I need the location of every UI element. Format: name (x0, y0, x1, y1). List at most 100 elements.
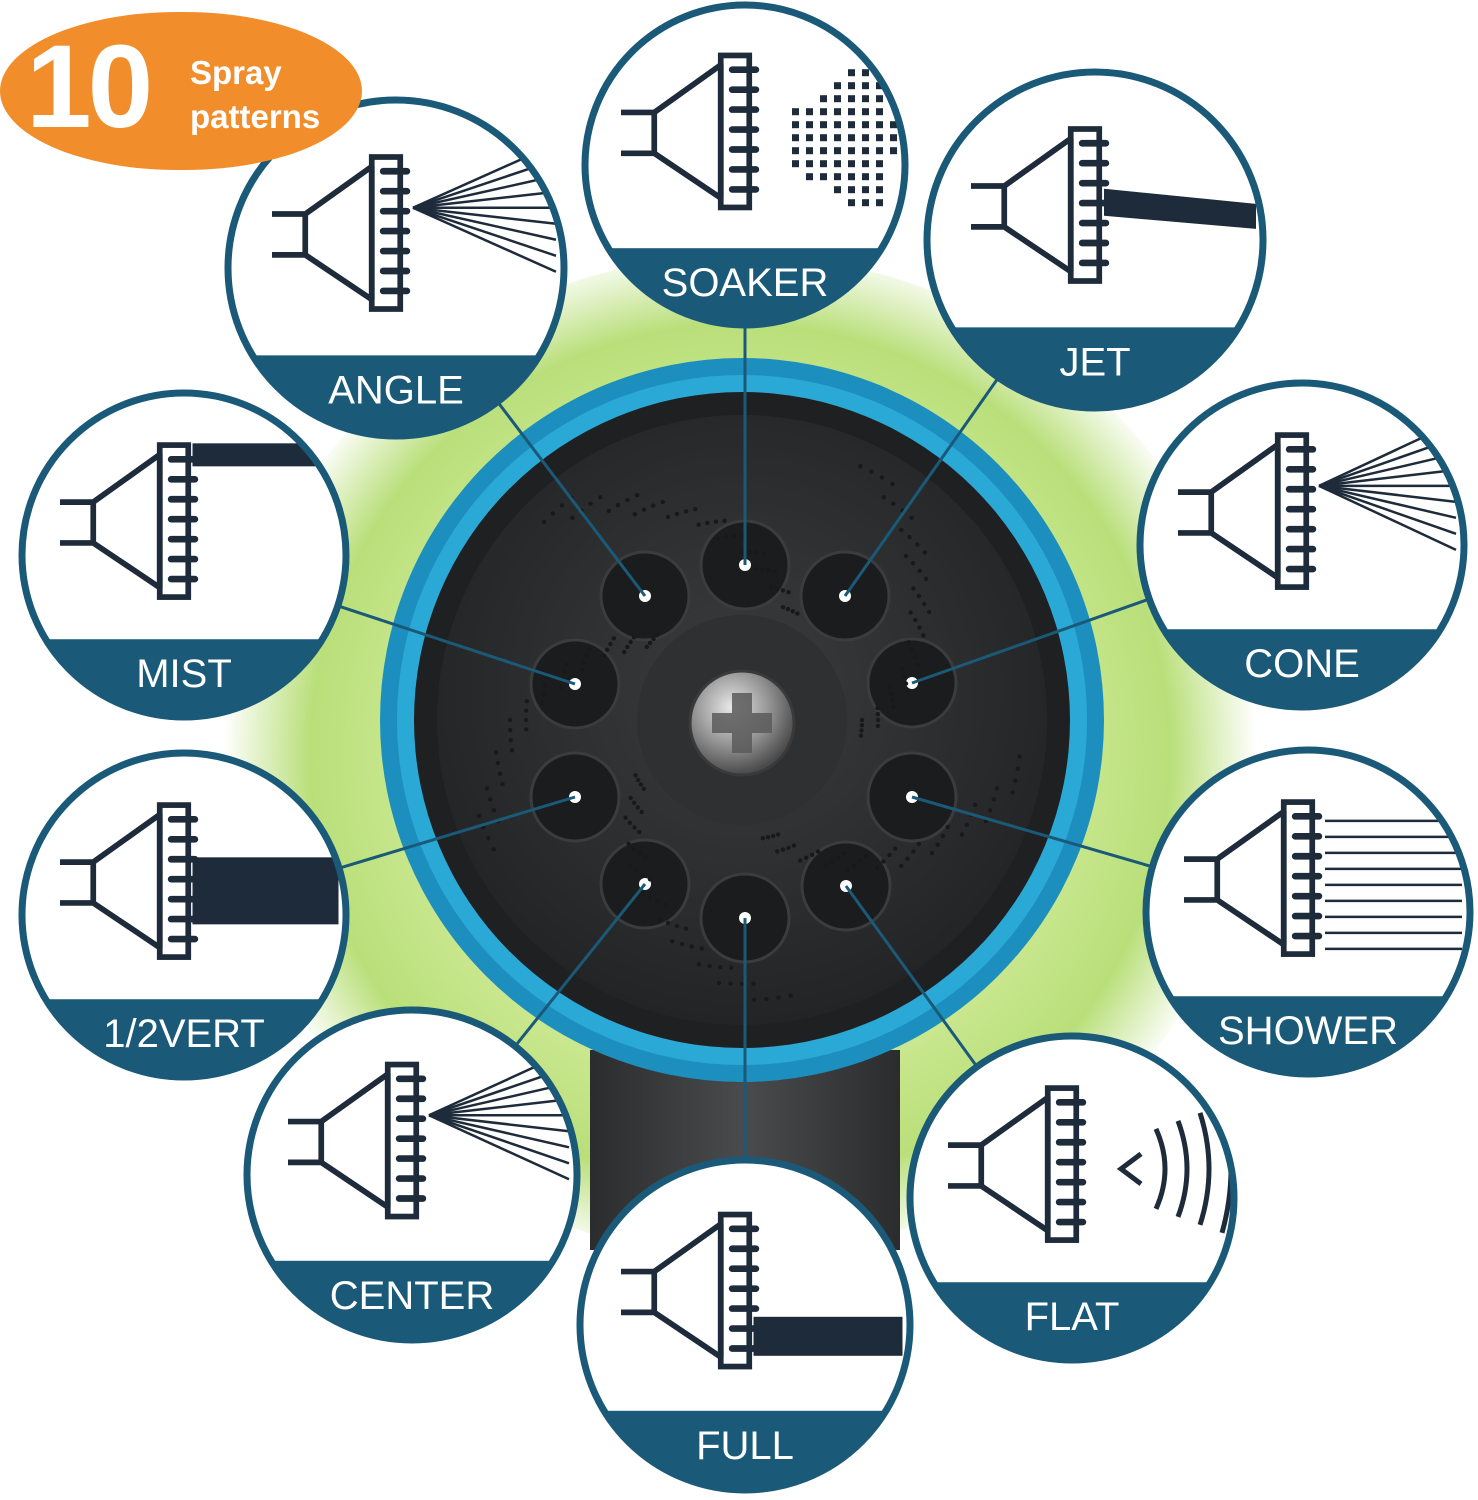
perforation-dot (715, 535, 721, 540)
perforation-dot (752, 997, 757, 1002)
spray-mark (806, 121, 813, 129)
callout-ring (18, 749, 350, 1081)
perforation-dot (486, 836, 491, 841)
pattern-label: MIST (136, 652, 232, 696)
perforation-dot (643, 855, 648, 860)
perforation-dot (627, 820, 633, 825)
callout-circle (910, 1036, 1234, 1360)
spray-mark (428, 1114, 570, 1149)
spray-mark (412, 206, 557, 257)
perforation-dot (635, 777, 641, 783)
perforation-dot (760, 836, 765, 841)
perforation-dot (523, 717, 529, 723)
perforation-dot (508, 727, 513, 733)
spray-mark (834, 95, 841, 103)
perforation-dot (935, 842, 940, 847)
spray-mark (753, 1316, 903, 1356)
pattern-label: JET (1059, 340, 1130, 384)
perforation-dot (739, 533, 745, 539)
perforation-dot (657, 917, 662, 922)
perforation-dot (775, 586, 780, 591)
perforation-dot (707, 963, 712, 969)
spray-mark (1103, 188, 1256, 229)
perforation-dot (858, 733, 864, 738)
callout-angle: ANGLE (224, 96, 568, 440)
pattern-label: 1/2VERT (103, 1012, 265, 1056)
spray-mark (820, 95, 827, 103)
perforation-dot (570, 515, 575, 520)
perforation-dot (830, 859, 835, 864)
perforation-dot (632, 825, 637, 830)
perforation-dot (751, 981, 756, 986)
perforation-dot (836, 855, 841, 860)
pattern-label: ANGLE (328, 368, 464, 412)
leader-line (496, 400, 647, 597)
perforation-dot (916, 593, 922, 599)
spray-mark (1175, 1119, 1190, 1218)
perforation-dot (899, 863, 904, 869)
perforation-dot (654, 632, 660, 638)
perforation-dot (765, 835, 771, 840)
perforation-dot (723, 534, 729, 539)
spray-mark (806, 160, 813, 168)
perforation-dot (889, 691, 894, 696)
spray-mark (428, 1114, 570, 1181)
perforation-dot (906, 640, 911, 645)
perforation-dot (764, 996, 769, 1002)
perforation-dot (615, 503, 621, 508)
perforation-dot (699, 946, 704, 951)
perforation-dot (899, 527, 904, 533)
spray-mark (876, 160, 883, 168)
spray-mark (862, 147, 869, 155)
spray-mark (428, 1098, 570, 1117)
perforation-dot (628, 795, 633, 801)
perforation-dot (627, 863, 633, 869)
spray-mark (848, 160, 855, 168)
perforation-dot (639, 891, 645, 896)
perforation-dot (912, 654, 918, 660)
badge-line1: Spray (190, 54, 282, 91)
perforation-dot (859, 717, 865, 723)
perforation-dot (484, 786, 490, 791)
perforation-dot (795, 611, 800, 616)
leader-line (513, 883, 647, 1048)
pattern-label: CONE (1244, 642, 1360, 686)
spray-mark (862, 95, 869, 103)
spray-mark (834, 134, 841, 142)
perforation-dot (718, 964, 723, 970)
perforation-dot (696, 962, 702, 967)
spray-mark (412, 206, 557, 226)
spray-mark (862, 121, 869, 129)
badge-count: 10 (26, 21, 153, 153)
perforation-dot (665, 920, 671, 926)
spray-mark (876, 199, 883, 207)
perforation-dot (581, 660, 587, 665)
perforation-dot (606, 508, 611, 513)
pattern-label: FLAT (1025, 1295, 1120, 1339)
perforation-dot (625, 644, 630, 650)
perforation-dot (584, 653, 589, 658)
perforation-dot (869, 469, 874, 474)
spray-mark (862, 186, 869, 194)
leader-line (844, 885, 979, 1068)
perforation-dot (655, 899, 660, 904)
perforation-dot (1015, 766, 1020, 771)
perforation-dot (815, 849, 821, 854)
perforation-dot (623, 815, 628, 820)
perforation-dot (540, 700, 545, 705)
perforation-dot (729, 965, 734, 970)
spray-mark (834, 82, 841, 90)
spray-mark (876, 147, 883, 155)
pattern-label: FULL (696, 1424, 794, 1468)
spray-patterns-badge: 10 Spray patterns (0, 0, 362, 170)
perforation-dot (500, 782, 505, 787)
spray-mark (848, 108, 855, 116)
perforation-dot (903, 553, 909, 559)
spray-mark (806, 108, 813, 116)
perforation-dot (683, 509, 689, 514)
spray-mark (876, 173, 883, 181)
perforation-dot (632, 512, 638, 517)
perforation-dot (786, 590, 791, 595)
spray-mark (848, 147, 855, 155)
